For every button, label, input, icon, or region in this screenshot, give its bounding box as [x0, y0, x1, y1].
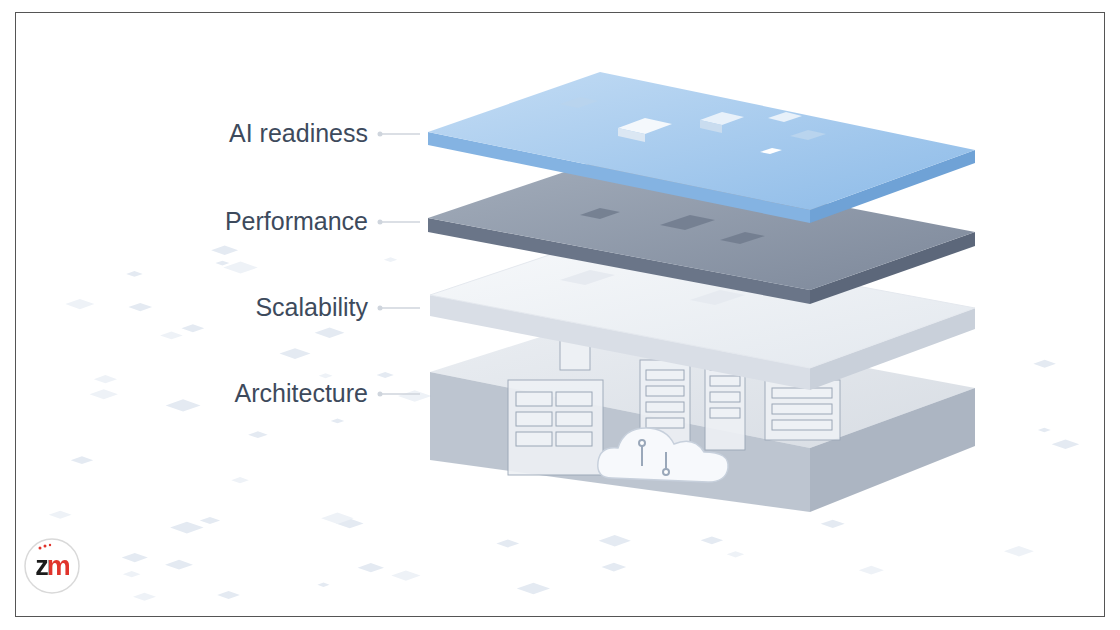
- floor-tile: [821, 520, 845, 528]
- logo-text: zm: [35, 551, 69, 581]
- floor-tile: [122, 553, 148, 562]
- floor-tile: [280, 348, 311, 359]
- floor-tile: [1052, 439, 1080, 449]
- floor-tile: [181, 324, 204, 332]
- floor-tile: [315, 328, 345, 338]
- layer-label: Architecture: [235, 378, 368, 408]
- logo-ring: [25, 539, 79, 593]
- floor-tile: [49, 511, 72, 519]
- floor-tile: [90, 389, 118, 399]
- floor-tile: [331, 419, 345, 424]
- floor-tile: [215, 261, 229, 266]
- floor-tile: [126, 271, 142, 277]
- floor-tile: [217, 591, 240, 599]
- floor-tile: [94, 375, 117, 383]
- floor-tile: [166, 399, 201, 411]
- floor-tile: [65, 299, 94, 309]
- leader-dots: [378, 132, 383, 397]
- floor-tile: [1004, 546, 1034, 556]
- floor-tile: [170, 522, 204, 534]
- floor-tile: [160, 331, 183, 339]
- floor-tile: [391, 570, 420, 580]
- floor-tile: [358, 563, 384, 572]
- floor-tile: [517, 583, 550, 595]
- floor-tile: [1038, 428, 1051, 432]
- floor-tile: [128, 303, 152, 311]
- floor-tile: [231, 477, 249, 483]
- floor-tile: [599, 535, 631, 546]
- logo-dots: [39, 544, 52, 550]
- floor-tile: [602, 563, 627, 572]
- floor-tile: [319, 373, 333, 378]
- floor-tile: [123, 571, 141, 577]
- layer-label: Scalability: [255, 292, 368, 322]
- layer-label: AI readiness: [229, 118, 368, 148]
- floor-tile: [71, 456, 94, 464]
- floor-tile: [321, 513, 354, 524]
- floor-tile: [165, 560, 193, 570]
- floor-tile: [248, 431, 268, 438]
- frame: [16, 13, 1105, 617]
- floor-tile: [377, 372, 394, 378]
- floor-tile: [727, 551, 745, 557]
- floor-tile: [496, 539, 519, 547]
- layer-label: Performance: [225, 206, 368, 236]
- floor-tile: [211, 246, 238, 255]
- floor-tile: [133, 593, 156, 601]
- leader-lines: [380, 134, 420, 394]
- floor-tile: [317, 583, 329, 587]
- floor-tile: [200, 517, 220, 524]
- floor-tile: [1033, 360, 1056, 368]
- floor-tile: [384, 257, 397, 262]
- floor-tile: [859, 566, 884, 575]
- ai-readiness-layer: [428, 72, 975, 223]
- floor-tile: [398, 390, 431, 402]
- floor-tile: [701, 536, 724, 544]
